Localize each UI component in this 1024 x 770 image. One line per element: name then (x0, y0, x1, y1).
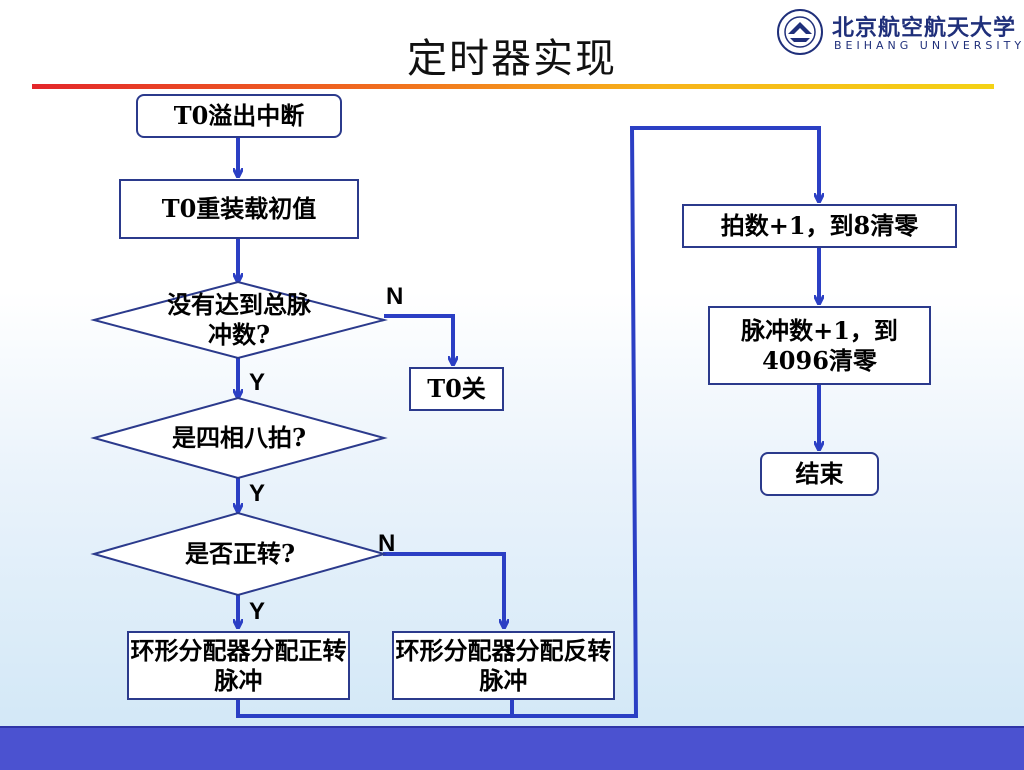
decision-forward-label: 是否正转? (184, 539, 296, 568)
decision-8beat-shape (90, 396, 388, 480)
t0-reload-initial-value: T0重装载初值 (119, 179, 359, 239)
title-divider (32, 84, 994, 89)
arrow-check-total-no (384, 314, 453, 364)
branch-label-yes-total: Y (249, 369, 266, 396)
t0-overflow-interrupt: T0溢出中断 (136, 94, 342, 138)
university-name-en: BEIHANG UNIVERSITY (834, 39, 1024, 52)
university-logo: 北京航空航天大学 BEIHANG UNIVERSITY (776, 6, 1021, 58)
branch-label-yes-8beat: Y (249, 480, 266, 507)
branch-label-no-total: N (386, 283, 404, 310)
footer-bar (0, 726, 1024, 770)
university-name-cn: 北京航空航天大学 (832, 15, 1017, 41)
end-box: 结束 (760, 452, 879, 496)
decision-forward-shape (90, 511, 388, 597)
branch-label-yes-forward: Y (249, 598, 266, 625)
beat-count-box: 拍数+1，到8清零 (682, 204, 957, 248)
decision-total-shape (90, 280, 388, 360)
pulse-count-box: 脉冲数+1，到4096清零 (708, 306, 931, 385)
university-seal-icon (777, 9, 823, 55)
arrow-check-forward-no (383, 552, 504, 627)
reverse-pulse-box: 环形分配器分配反转脉冲 (392, 631, 615, 700)
t0-off-box: T0关 (409, 367, 504, 411)
decision-4phase-8beat-label: 是四相八拍? (171, 423, 307, 452)
decision-total-pulse-label: 没有达到总脉冲数? (167, 290, 311, 349)
merge-line (236, 126, 819, 718)
branch-label-no-forward: N (378, 530, 396, 557)
forward-pulse-box: 环形分配器分配正转脉冲 (127, 631, 350, 700)
slide-title: 定时器实现 (407, 36, 617, 82)
